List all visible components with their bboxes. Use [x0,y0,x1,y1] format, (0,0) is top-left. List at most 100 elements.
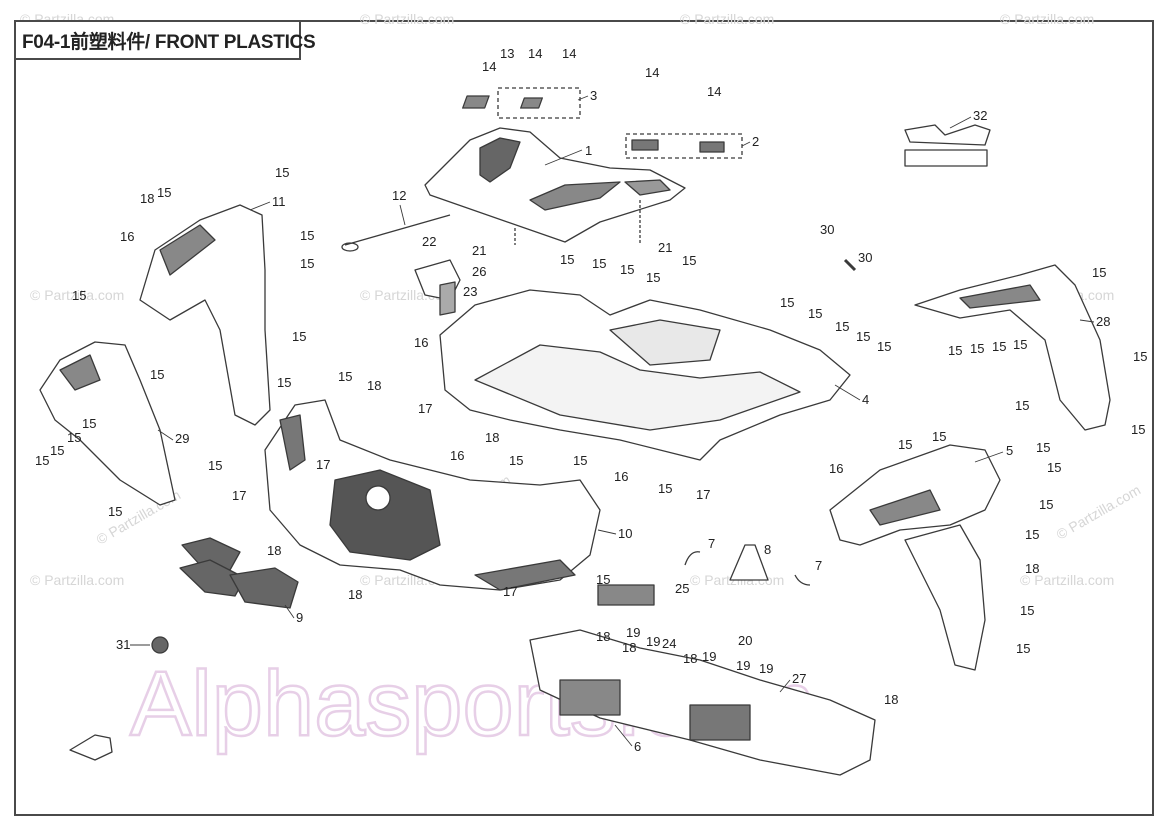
callout-15: 15 [300,228,314,243]
callout-15: 15 [157,185,171,200]
callout-15: 15 [682,253,696,268]
callout-22: 22 [422,234,436,249]
callout-15: 15 [808,306,822,321]
part-grille [179,537,299,609]
callout-14: 14 [482,59,496,74]
part-left-fender [39,341,176,506]
callout-15: 15 [300,256,314,271]
callout-31: 31 [116,637,130,652]
callout-15: 15 [1020,603,1034,618]
part-pad-25 [597,584,655,606]
callout-15: 15 [208,458,222,473]
callout-15: 15 [292,329,306,344]
callout-15: 15 [1036,440,1050,455]
callout-15: 15 [1039,497,1053,512]
part-hood-cover [424,127,686,245]
callout-19: 19 [626,625,640,640]
callout-3: 3 [590,88,597,103]
callout-15: 15 [932,429,946,444]
callout-15: 15 [72,288,86,303]
part-cone-8 [729,544,769,581]
callout-15: 15 [573,453,587,468]
callout-11: 11 [272,194,286,209]
part-clip-7b [794,574,811,586]
watermark-partzilla: © Partzilla.com [680,11,774,27]
callout-15: 15 [509,453,523,468]
callout-15: 15 [620,262,634,277]
callout-15: 15 [108,504,122,519]
page-title: F04-1前塑料件/ FRONT PLASTICS [22,31,316,53]
callout-32: 32 [973,108,987,123]
callout-15: 15 [970,341,984,356]
callout-15: 15 [35,453,49,468]
callout-10: 10 [618,526,632,541]
title-box: F04-1前塑料件/ FRONT PLASTICS [14,20,316,60]
callout-18: 18 [348,587,362,602]
callout-15: 15 [1131,422,1145,437]
callout-17: 17 [316,457,330,472]
callout-19: 19 [759,661,773,676]
callout-30: 30 [858,250,872,265]
callout-18: 18 [683,651,697,666]
watermark-partzilla: © Partzilla.com [360,11,454,27]
callout-7: 7 [815,558,822,573]
callout-6: 6 [634,739,641,754]
callout-15: 15 [50,443,64,458]
callout-16: 16 [614,469,628,484]
callout-15: 15 [898,437,912,452]
callout-15: 15 [948,343,962,358]
callout-14: 14 [645,65,659,80]
callout-19: 19 [736,658,750,673]
callout-18: 18 [884,692,898,707]
callout-15: 15 [1015,398,1029,413]
watermark-partzilla: © Partzilla.com [1054,482,1144,543]
watermark-partzilla: © Partzilla.com [1020,572,1114,588]
part-front-fascia [264,399,601,591]
callout-layer: 1 2 3 4 5 6 7 7 8 9 10 11 12 13 14 14 14… [35,46,1147,754]
callout-14: 14 [528,46,542,61]
callout-15: 15 [1133,349,1147,364]
callout-15: 15 [1092,265,1106,280]
callout-17: 17 [418,401,432,416]
part-latch-spring [414,259,461,316]
callout-5: 5 [1006,443,1013,458]
callout-15: 15 [1047,460,1061,475]
part-right-side-panel [829,444,1001,671]
callout-13: 13 [500,46,514,61]
callout-15: 15 [67,430,81,445]
callout-12: 12 [392,188,406,203]
callout-27: 27 [792,671,806,686]
callout-19: 19 [702,649,716,664]
part-right-fender [914,264,1111,431]
callout-18: 18 [1025,561,1039,576]
callout-28: 28 [1096,314,1110,329]
callout-14: 14 [707,84,721,99]
callout-15: 15 [338,369,352,384]
callout-1: 1 [585,143,592,158]
callout-15: 15 [82,416,96,431]
part-cable-loop [341,242,359,252]
part-pin-30 [843,258,857,272]
part-bracket-32 [904,124,991,167]
callout-8: 8 [764,542,771,557]
callout-17: 17 [232,488,246,503]
callout-21: 21 [472,243,486,258]
callout-15: 15 [877,339,891,354]
callout-15: 15 [275,165,289,180]
callout-4: 4 [862,392,869,407]
callout-15: 15 [150,367,164,382]
callout-15: 15 [596,572,610,587]
callout-20: 20 [738,633,752,648]
callout-15: 15 [992,339,1006,354]
callout-15: 15 [856,329,870,344]
callout-15: 15 [592,256,606,271]
part-hood-clips [461,87,743,159]
callout-7: 7 [708,536,715,551]
callout-15: 15 [560,252,574,267]
callout-18: 18 [267,543,281,558]
callout-15: 15 [1025,527,1039,542]
callout-17: 17 [503,584,517,599]
callout-18: 18 [485,430,499,445]
callout-30: 30 [820,222,834,237]
